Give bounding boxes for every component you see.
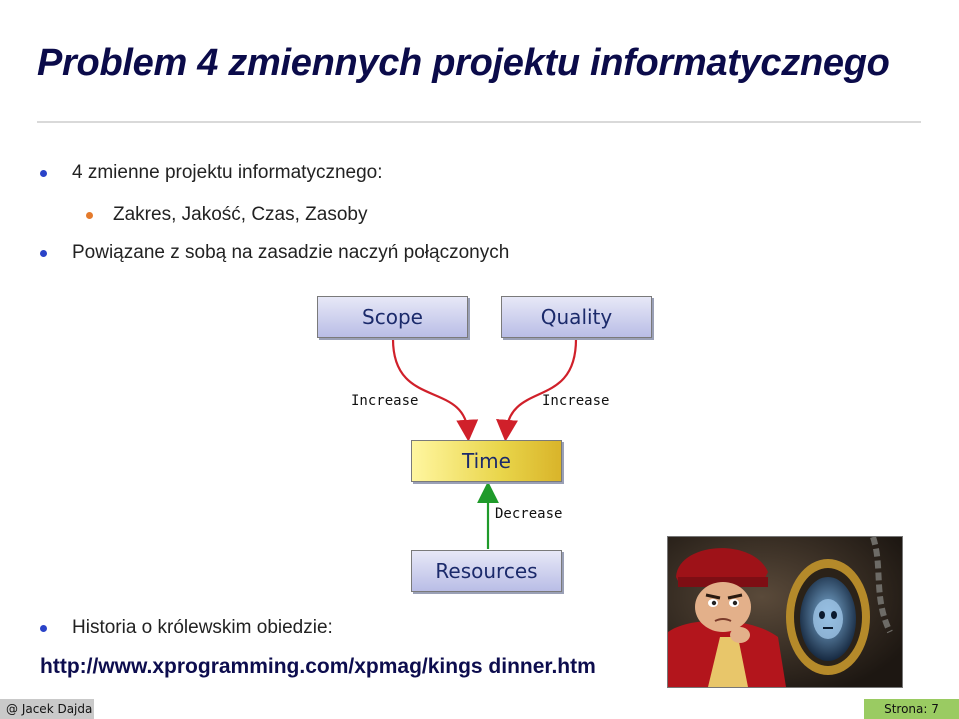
- bullet-dot: [40, 625, 47, 632]
- time-box: Time: [411, 440, 562, 482]
- story-link[interactable]: http://www.xprogramming.com/xpmag/kings …: [40, 655, 596, 678]
- bullet-variables: 4 zmienne projektu informatycznego:: [72, 162, 383, 183]
- footer-author: @ Jacek Dajda: [0, 699, 94, 719]
- increase-label-right: Increase: [542, 393, 610, 409]
- scope-box: Scope: [317, 296, 468, 338]
- increase-label-left: Increase: [351, 393, 419, 409]
- scope-to-time-arrow: [391, 338, 479, 442]
- sub-bullet-dot: [86, 212, 93, 219]
- bullet-dot: [40, 250, 47, 257]
- slide-title: Problem 4 zmiennych projektu informatycz…: [37, 42, 890, 84]
- bullet-connected: Powiązane z sobą na zasadzie naczyń połą…: [72, 242, 510, 263]
- quality-to-time-arrow: [496, 338, 578, 442]
- title-divider: [37, 121, 921, 123]
- bullet-kings-dinner: Historia o królewskim obiedzie:: [72, 617, 333, 638]
- resources-box: Resources: [411, 550, 562, 592]
- decrease-label: Decrease: [495, 506, 563, 522]
- lord-and-magic-mirror-image: [667, 536, 903, 688]
- footer-page-number: Strona: 7: [864, 699, 959, 719]
- quality-box: Quality: [501, 296, 652, 338]
- bullet-variables-list: Zakres, Jakość, Czas, Zasoby: [113, 204, 368, 225]
- bullet-dot: [40, 170, 47, 177]
